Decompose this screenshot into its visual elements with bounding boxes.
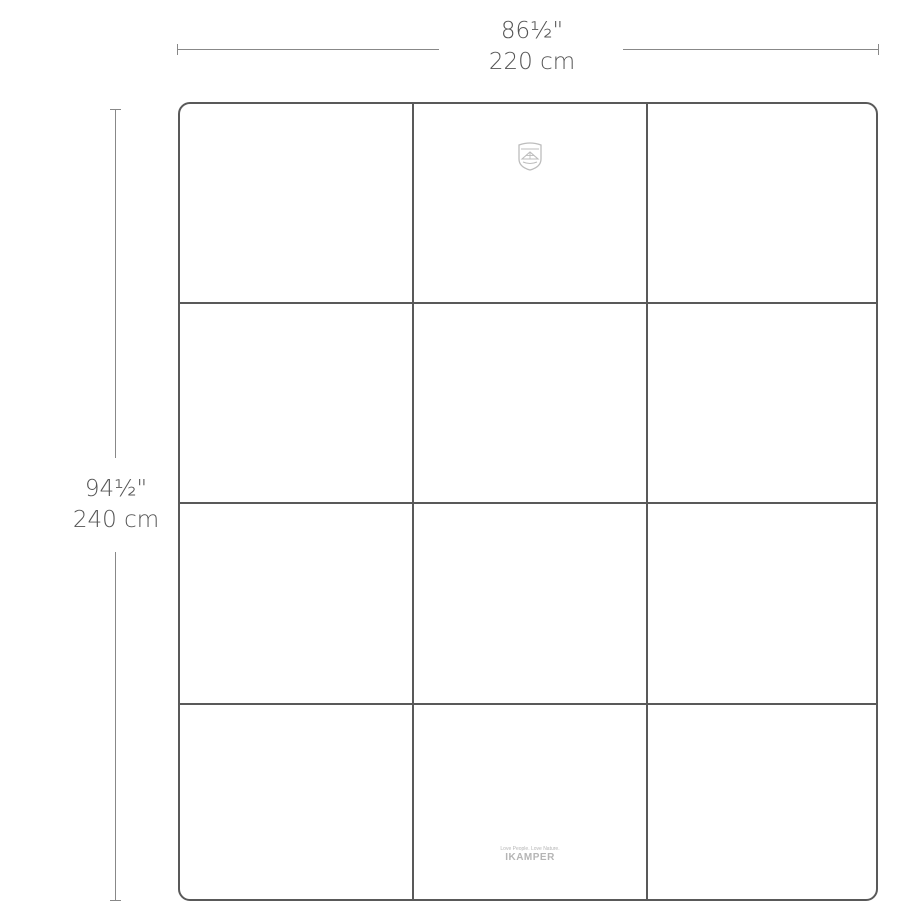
height-dimension-tick-top [110,109,121,110]
width-dimension-tick-right [878,44,879,55]
vertical-seam-1 [412,104,414,899]
horizontal-seam-3 [180,703,876,705]
width-dimension-tick-left [177,44,178,55]
brand-tagline: Love People. Love Nature. [500,846,560,852]
width-metric: 220 cm [488,49,576,75]
brand-mark: Love People. Love Nature. IKAMPER [490,846,570,863]
height-dimension-line-bottom [115,552,116,901]
height-dimension-label: 94½" 240 cm [46,474,186,536]
width-imperial: 86½" [500,18,564,44]
roof-tent-badge-icon [518,142,542,171]
width-dimension-label: 86½" 220 cm [432,16,632,78]
horizontal-seam-2 [180,502,876,504]
vertical-seam-2 [646,104,648,899]
height-dimension-line-top [115,109,116,458]
height-metric: 240 cm [72,507,160,533]
height-imperial: 94½" [84,476,148,502]
horizontal-seam-1 [180,302,876,304]
height-dimension-tick-bottom [110,900,121,901]
blanket-outline [178,102,878,901]
width-dimension-line-left [177,49,439,50]
brand-name: IKAMPER [505,852,555,863]
width-dimension-line-right [623,49,879,50]
